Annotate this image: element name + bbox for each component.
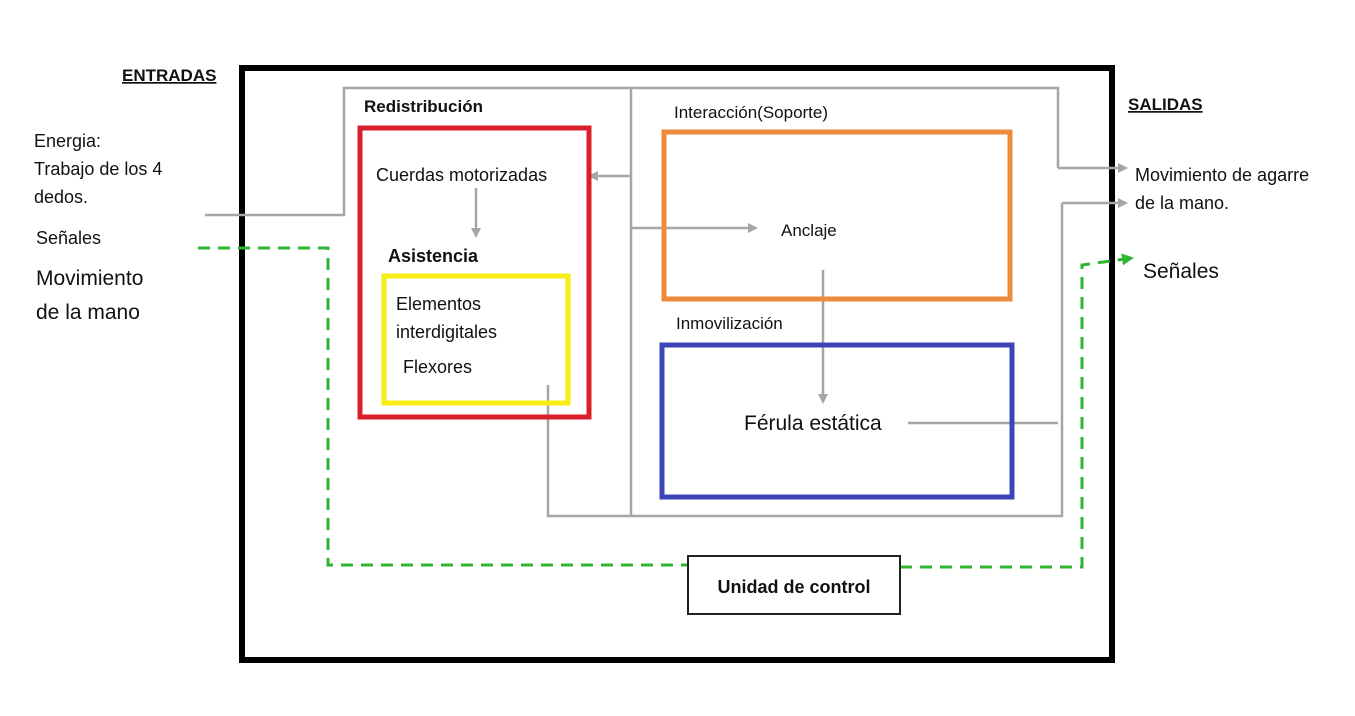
- input-signals-label: Señales: [36, 228, 101, 248]
- flexors-label: Flexores: [403, 357, 472, 377]
- energy-input-line: [205, 86, 1060, 217]
- assist-title: Asistencia: [388, 246, 479, 266]
- input-movement-label-2: de la mano: [36, 301, 140, 324]
- interaction-box: [661, 129, 1013, 302]
- output-signals-label: Señales: [1143, 260, 1219, 283]
- energy-label-3: dedos.: [34, 187, 88, 207]
- elements-label-2: interdigitales: [396, 322, 497, 342]
- immobilization-title: Inmovilización: [676, 314, 783, 333]
- signal-line: [198, 246, 690, 567]
- inputs-heading: ENTRADAS: [122, 66, 216, 85]
- control-unit-label: Unidad de control: [718, 577, 871, 597]
- motorized-cords-label: Cuerdas motorizadas: [376, 165, 547, 185]
- immobilization-box: [659, 342, 1015, 500]
- interaction-title: Interacción(Soporte): [674, 103, 828, 122]
- output-movement-label-2: de la mano.: [1135, 193, 1229, 213]
- anchor-label: Anclaje: [781, 221, 837, 240]
- energy-label-1: Energia:: [34, 131, 101, 151]
- flow-lines: [205, 86, 1064, 518]
- assist-box: [381, 273, 571, 406]
- redistribution-box: [357, 125, 592, 420]
- signal-output-line: [900, 253, 1134, 569]
- system-boundary: [239, 65, 1115, 663]
- redistribution-title: Redistribución: [364, 97, 483, 116]
- output-movement-label-1: Movimiento de agarre: [1135, 165, 1309, 185]
- flexor-return-line: [546, 203, 1064, 518]
- outputs-heading: SALIDAS: [1128, 95, 1203, 114]
- elements-label-1: Elementos: [396, 294, 481, 314]
- control-unit-box: [687, 555, 901, 615]
- energy-label-2: Trabajo de los 4: [34, 159, 162, 179]
- flow-arrows: [471, 163, 1128, 404]
- splint-label: Férula estática: [744, 412, 882, 435]
- input-movement-label-1: Movimiento: [36, 267, 143, 290]
